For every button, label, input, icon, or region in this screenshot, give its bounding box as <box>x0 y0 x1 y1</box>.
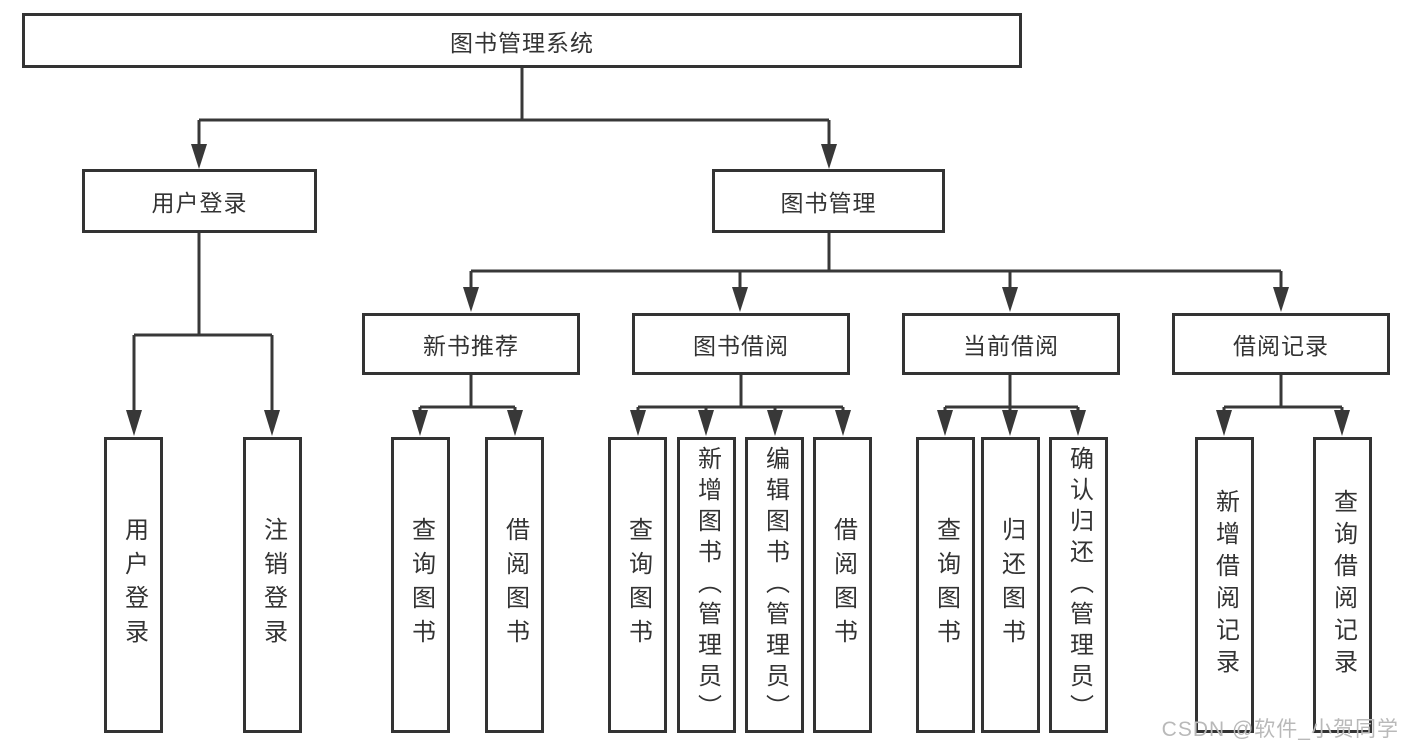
node-leaf-edit-books-admin-label: 编辑图书（管理员） <box>761 445 789 725</box>
node-current-borrow: 当前借阅 <box>902 313 1120 375</box>
node-leaf-add-books-admin: 新增图书（管理员） <box>677 437 736 733</box>
node-leaf-add-borrow-record: 新增借阅记录 <box>1195 437 1254 733</box>
node-leaf-add-books-admin-label: 新增图书（管理员） <box>693 445 721 725</box>
arrowhead-icons <box>126 144 1350 436</box>
node-leaf-return-books-label: 归还图书 <box>997 517 1025 653</box>
arrow-down-icon <box>1070 410 1086 436</box>
node-leaf-confirm-return-admin: 确认归还（管理员） <box>1049 437 1108 733</box>
node-leaf-confirm-return-admin-label: 确认归还（管理员） <box>1065 445 1093 725</box>
node-leaf-query-books-borrow-label: 查询图书 <box>624 517 652 653</box>
node-leaf-user-login-label: 用户登录 <box>120 517 148 653</box>
node-current-borrow-label: 当前借阅 <box>963 333 1059 359</box>
connector-borrow-records-children <box>1222 375 1344 411</box>
node-leaf-user-login: 用户登录 <box>104 437 163 733</box>
node-book-borrow: 图书借阅 <box>632 313 850 375</box>
arrow-down-icon <box>507 410 523 436</box>
node-borrow-records-label: 借阅记录 <box>1233 333 1329 359</box>
arrow-down-icon <box>732 287 748 312</box>
node-leaf-borrow-books-recommend: 借阅图书 <box>485 437 544 733</box>
node-book-management: 图书管理 <box>712 169 945 233</box>
node-leaf-logout-label: 注销登录 <box>259 517 287 653</box>
node-user-login-label: 用户登录 <box>151 190 248 216</box>
node-book-borrow-label: 图书借阅 <box>693 333 789 359</box>
arrow-down-icon <box>835 410 851 436</box>
arrow-down-icon <box>412 410 428 436</box>
node-leaf-query-books-borrow: 查询图书 <box>608 437 667 733</box>
connector-root-to-level2 <box>197 68 831 145</box>
node-new-book-recommend-label: 新书推荐 <box>423 333 519 359</box>
node-user-login: 用户登录 <box>82 169 317 233</box>
node-leaf-edit-books-admin: 编辑图书（管理员） <box>745 437 804 733</box>
node-leaf-query-borrow-record-label: 查询借阅记录 <box>1329 489 1357 681</box>
arrow-down-icon <box>937 410 953 436</box>
node-leaf-borrow-books-label: 借阅图书 <box>829 517 857 653</box>
connector-current-borrow-children <box>943 375 1080 411</box>
node-leaf-query-books-current: 查询图书 <box>916 437 975 733</box>
connector-book-mgmt-children <box>469 233 1283 288</box>
node-book-management-label: 图书管理 <box>780 190 877 216</box>
node-leaf-query-books-recommend-label: 查询图书 <box>407 517 435 653</box>
node-new-book-recommend: 新书推荐 <box>362 313 580 375</box>
arrow-down-icon <box>630 410 646 436</box>
arrow-down-icon <box>191 144 207 169</box>
arrow-down-icon <box>264 410 280 436</box>
arrow-down-icon <box>767 410 783 436</box>
arrow-down-icon <box>698 410 714 436</box>
node-leaf-borrow-books: 借阅图书 <box>813 437 872 733</box>
arrow-down-icon <box>126 410 142 436</box>
node-leaf-query-books-recommend: 查询图书 <box>391 437 450 733</box>
node-leaf-logout: 注销登录 <box>243 437 302 733</box>
connector-new-book-children <box>418 375 517 411</box>
arrow-down-icon <box>821 144 837 169</box>
node-leaf-query-borrow-record: 查询借阅记录 <box>1313 437 1372 733</box>
arrow-down-icon <box>1334 410 1350 436</box>
connector-book-borrow-children <box>636 375 845 411</box>
csdn-watermark: CSDN @软件_小贺同学 <box>1161 718 1399 741</box>
arrow-down-icon <box>463 287 479 312</box>
node-borrow-records: 借阅记录 <box>1172 313 1390 375</box>
node-root-system: 图书管理系统 <box>22 13 1022 68</box>
arrow-down-icon <box>1002 410 1018 436</box>
node-leaf-return-books: 归还图书 <box>981 437 1040 733</box>
node-root-label: 图书管理系统 <box>450 29 594 56</box>
arrow-down-icon <box>1216 410 1232 436</box>
connector-user-login-children <box>132 233 274 411</box>
node-leaf-add-borrow-record-label: 新增借阅记录 <box>1211 489 1239 681</box>
node-leaf-query-books-current-label: 查询图书 <box>932 517 960 653</box>
node-leaf-borrow-books-recommend-label: 借阅图书 <box>501 517 529 653</box>
arrow-down-icon <box>1002 287 1018 312</box>
arrow-down-icon <box>1273 287 1289 312</box>
